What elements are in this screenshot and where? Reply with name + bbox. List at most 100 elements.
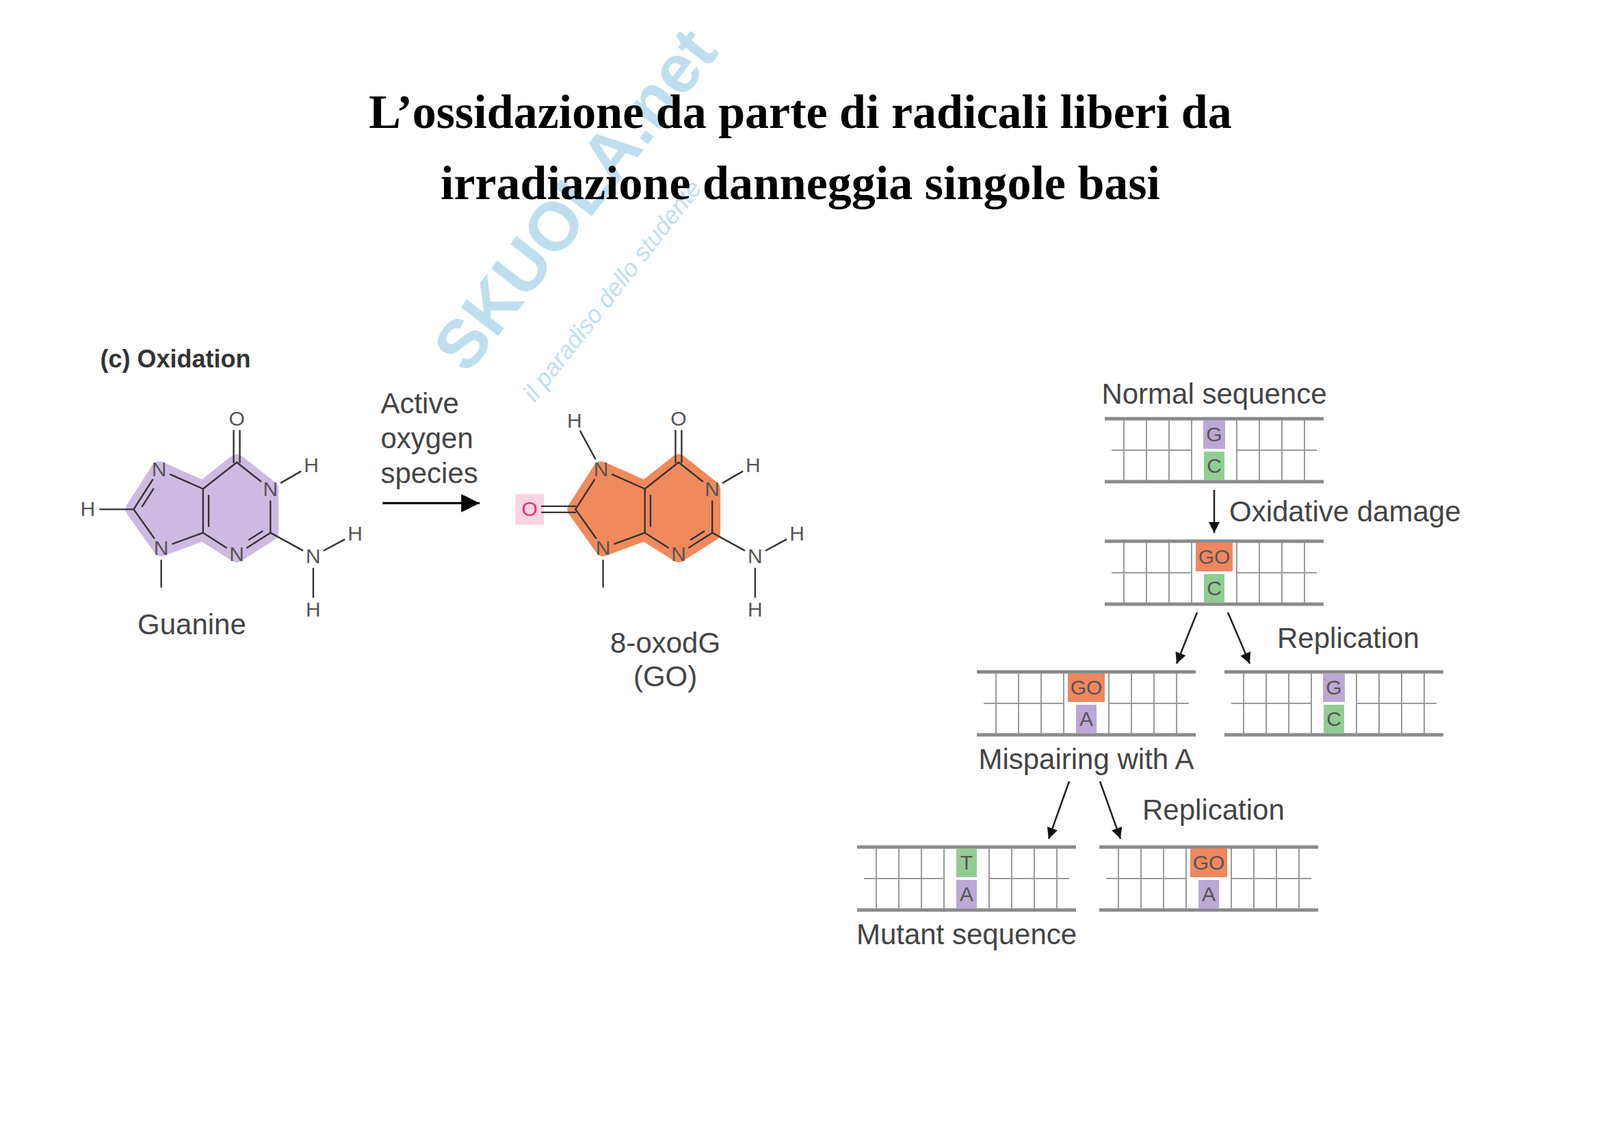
base-pair-rung (1106, 877, 1187, 880)
chemical-bond (541, 505, 576, 507)
nucleotide-base: G (1203, 420, 1225, 449)
atom-label: N (229, 542, 245, 566)
atom-label: N (671, 542, 687, 566)
nucleotide-base: T (956, 848, 977, 877)
chemical-bond (312, 568, 314, 598)
base-pair-rung (1231, 877, 1312, 880)
chemical-bond (601, 560, 604, 587)
chemical-bond (678, 462, 703, 482)
atom-label: N (595, 536, 611, 560)
chemical-bond (690, 530, 704, 540)
arrow-label: Active oxygen species (380, 385, 497, 491)
atom-label: N (593, 457, 609, 481)
chemical-bond (172, 532, 203, 544)
chemical-bond (680, 430, 683, 462)
base-pair-rung (1356, 702, 1437, 704)
dna-backbone (1224, 733, 1444, 737)
atom-label: H (303, 453, 319, 477)
nucleotide-base: G (1322, 673, 1345, 702)
base-pair-rung (1236, 449, 1317, 451)
process-arrow (1213, 489, 1216, 533)
molecule-name: Guanine (137, 608, 247, 641)
chemical-bond (236, 462, 261, 482)
chemical-bond (674, 430, 676, 462)
arrow-label: Replication (1274, 621, 1423, 655)
dna-duplex: GC (1224, 669, 1444, 738)
nucleotide-base: A (956, 879, 977, 909)
atom-label: H (745, 453, 761, 477)
chemical-bond (644, 489, 646, 533)
nucleotide-base: C (1323, 704, 1345, 734)
chemical-bond (614, 532, 645, 544)
sequence-label: Mispairing with A (978, 742, 1194, 776)
reaction-arrow (382, 502, 480, 505)
atom-label: H (305, 597, 321, 622)
process-arrow (1099, 781, 1121, 839)
chemical-bond (281, 471, 301, 483)
dna-backbone (1099, 908, 1319, 912)
atom-label: N (151, 457, 167, 481)
dna-backbone (976, 733, 1196, 737)
atom-label: O (521, 497, 538, 521)
chemical-bond (160, 560, 162, 587)
chemical-bond (246, 532, 271, 548)
chemical-bond (133, 508, 154, 538)
chemical-bond (270, 532, 303, 551)
atom-label: N (305, 544, 321, 568)
chemical-bond (645, 532, 669, 548)
arrow-label: Replication (1139, 793, 1288, 827)
base-pair-rung (1108, 702, 1189, 704)
dna-duplex: GOAMispairing with A (974, 669, 1198, 776)
chemical-bond (723, 471, 743, 483)
chemical-bond (248, 530, 262, 540)
dna-duplex: TA Mutant sequence (853, 844, 1081, 951)
chemical-bond (541, 511, 576, 514)
chemical-bond (232, 430, 234, 462)
sequence-label: Mutant sequence (856, 917, 1077, 951)
nucleotide-base: C (1203, 573, 1225, 603)
atom-label: H (80, 497, 96, 521)
chemical-bond (711, 500, 713, 533)
dna-backbone (1104, 602, 1324, 607)
sequence-label: Normal sequence (1101, 377, 1327, 411)
nucleotide-base: GO (1195, 542, 1234, 572)
chemical-bond (649, 495, 652, 527)
atom-label: O (670, 407, 687, 431)
nucleotide-base: A (1076, 704, 1097, 734)
chemical-bond (99, 508, 134, 510)
molecule-name: 8-oxodG (610, 626, 721, 660)
base-pair-rung (1231, 702, 1312, 704)
base-pair-rung (1111, 571, 1192, 574)
chemical-bond (712, 532, 745, 551)
chemical-bond (612, 474, 646, 489)
atom-label: H (747, 597, 763, 622)
nucleotide-base: A (1198, 879, 1219, 909)
atom-label: N (704, 477, 720, 501)
process-arrow (1176, 612, 1198, 664)
process-arrow (1227, 612, 1250, 664)
dna-backbone (1104, 480, 1324, 484)
nucleotide-base: GO (1190, 848, 1228, 877)
title: L’ossidazione da parte di radicali liber… (253, 76, 1348, 219)
chemical-bond (207, 495, 210, 527)
chemical-bond (324, 539, 345, 551)
base-pair-rung (1236, 571, 1317, 574)
base-pair-rung (863, 877, 944, 880)
atom-label: N (747, 544, 763, 568)
dna-duplex: Normal sequenceGC (1097, 377, 1330, 485)
arrow-label: Oxidative damage (1226, 495, 1464, 529)
atom-label: N (262, 477, 278, 501)
chemical-bond (170, 474, 204, 489)
base-pair-rung (1111, 449, 1192, 451)
dna-backbone (857, 908, 1077, 912)
atom-label: H (567, 409, 583, 433)
base-pair-rung (983, 702, 1064, 704)
chemical-bond (754, 568, 756, 598)
chemical-bond (575, 508, 596, 538)
molecule-name: (GO) (633, 660, 698, 693)
chemical-bond (645, 462, 679, 490)
chemical-bond (766, 539, 787, 551)
chemical-bond (688, 532, 713, 548)
atom-label: O (228, 407, 245, 431)
chemical-bond (203, 462, 237, 490)
